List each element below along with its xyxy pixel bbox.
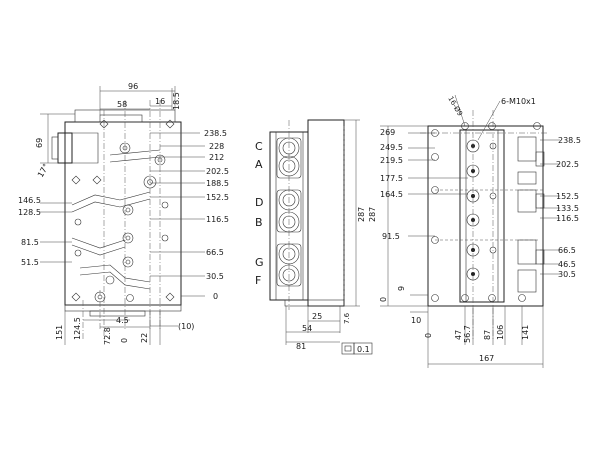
right-view	[380, 94, 560, 368]
right-dim-left-0: 0	[379, 297, 388, 302]
right-view-body	[427, 125, 544, 307]
middle-view-ports	[276, 137, 302, 287]
right-dim-bottom-167: 167	[479, 354, 494, 363]
left-dim-right-0: 0	[213, 292, 218, 301]
left-dim-top-18-5: 18.5	[172, 92, 181, 110]
right-dim-bottom-47: 47	[454, 330, 463, 340]
right-dim-right-116-5: 116.5	[556, 214, 579, 223]
right-dim-left-249-5: 249.5	[380, 143, 403, 152]
left-view	[40, 86, 205, 345]
left-view-right-dimension-lines	[150, 132, 205, 297]
middle-dim-bottom-81: 81	[296, 342, 306, 351]
left-dim-bottom-10: (10)	[178, 322, 194, 331]
left-dim-right-116-5: 116.5	[206, 215, 229, 224]
middle-dim-bottom-54: 54	[302, 324, 312, 333]
left-dim-left-51-5: 51.5	[21, 258, 39, 267]
middle-dim-bottom-7-6: 7.6	[343, 312, 351, 324]
middle-dim-height-287: 287	[357, 207, 366, 222]
left-dim-bottom-72-8: 72.8	[103, 327, 112, 345]
port-letter-c: C	[255, 140, 263, 153]
flatness-value: 0.1	[357, 345, 370, 354]
right-dim-height-287: 287	[368, 207, 377, 222]
left-dim-top-96: 96	[128, 82, 138, 91]
right-dim-right-152-5: 152.5	[556, 192, 579, 201]
left-dim-side-69: 69	[35, 138, 44, 148]
port-letter-b: B	[255, 216, 263, 229]
right-dim-right-202-5: 202.5	[556, 160, 579, 169]
right-view-left-dimension-lines	[380, 125, 468, 307]
right-view-valve-column	[459, 129, 505, 303]
left-dim-angle: 17°	[36, 162, 51, 179]
left-dim-right-202-5: 202.5	[206, 167, 229, 176]
port-letter-a: A	[255, 158, 263, 171]
right-dim-right-30-5: 30.5	[558, 270, 576, 279]
right-dim-small-10: 10	[411, 316, 421, 325]
left-dim-right-238-5: 238.5	[204, 129, 227, 138]
left-dim-bottom-151: 151	[55, 325, 64, 340]
right-dim-left-177-5: 177.5	[380, 174, 403, 183]
right-note-thread: 6-M10x1	[501, 97, 536, 106]
left-dim-right-212: 212	[209, 153, 224, 162]
right-dim-left-219-5: 219.5	[380, 156, 403, 165]
middle-view-body	[307, 119, 345, 307]
port-letter-d: D	[255, 196, 263, 209]
left-dim-bottom-124-5: 124.5	[73, 317, 82, 340]
left-dim-left-146-5: 146.5	[18, 196, 41, 205]
left-dim-top-58: 58	[117, 100, 127, 109]
right-dim-right-133-5: 133.5	[556, 204, 579, 213]
left-dim-left-81-5: 81.5	[21, 238, 39, 247]
right-dim-left-269: 269	[380, 128, 395, 137]
left-view-ports	[71, 119, 175, 303]
right-dim-left-164-5: 164.5	[380, 190, 403, 199]
left-dim-right-30-5: 30.5	[206, 272, 224, 281]
left-dim-bottom-4-5: 4.5	[116, 316, 129, 325]
left-dim-bottom-0: 0	[120, 338, 129, 343]
left-dim-right-152-5: 152.5	[206, 193, 229, 202]
right-dim-bottom-56-7: 56.7	[463, 325, 472, 343]
port-letter-f: F	[255, 274, 261, 287]
left-dim-bottom-22: 22	[140, 333, 149, 343]
left-dim-right-228: 228	[209, 142, 224, 151]
left-view-body	[64, 121, 182, 306]
flatness-tolerance-frame: 0.1	[341, 342, 373, 355]
middle-dim-bottom-25: 25	[312, 312, 322, 321]
right-dim-left-91-5: 91.5	[382, 232, 400, 241]
left-dim-top-16: 16	[155, 97, 165, 106]
right-dim-bottom-106: 106	[496, 325, 505, 340]
right-dim-bottom-87: 87	[483, 330, 492, 340]
left-dim-left-128-5: 128.5	[18, 208, 41, 217]
right-dim-bottom-141: 141	[521, 325, 530, 340]
right-dim-right-66-5: 66.5	[558, 246, 576, 255]
right-dim-small-9: 9	[397, 286, 406, 291]
right-dim-bottom-0: 0	[424, 333, 433, 338]
right-note-holes: 16-Ø9	[446, 95, 464, 118]
port-letter-g: G	[255, 256, 264, 269]
left-dim-right-188-5: 188.5	[206, 179, 229, 188]
middle-view	[269, 119, 360, 345]
right-dim-right-238-5: 238.5	[558, 136, 581, 145]
right-view-right-dimension-lines	[540, 139, 560, 275]
right-dim-right-46-5: 46.5	[558, 260, 576, 269]
left-dim-right-66-5: 66.5	[206, 248, 224, 257]
